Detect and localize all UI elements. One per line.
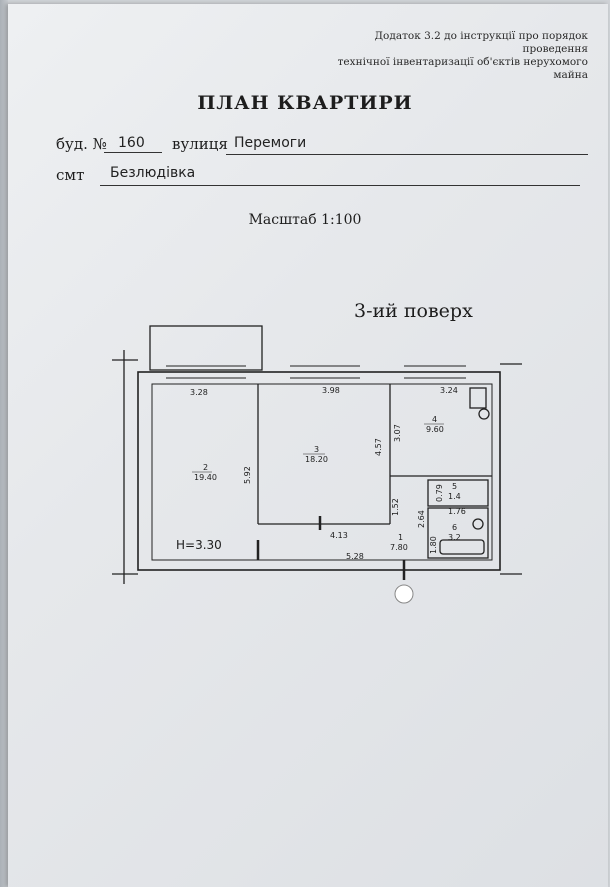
dim-bath-block-length: 2.64 — [417, 510, 426, 528]
settlement-name: Безлюдівка — [110, 165, 196, 181]
appendix-note: Додаток 3.2 до інструкції про порядок пр… — [328, 30, 588, 82]
ceiling-height: H=3.30 — [176, 538, 222, 552]
room1-num: 1 — [398, 533, 403, 542]
street-underline — [226, 154, 588, 155]
dim-corridor-length: 1.52 — [391, 498, 400, 516]
dim-room3-bottom: 4.13 — [330, 531, 348, 540]
building-number: 160 — [118, 135, 145, 151]
room2-area: 19.40 — [194, 473, 217, 482]
washbasin-icon — [472, 518, 484, 530]
floor-label: 3-ий поверх — [354, 300, 473, 322]
dim-room4-width: 3.24 — [440, 386, 458, 395]
dim-bath-width: 1.80 — [429, 536, 438, 554]
room2-num: 2 — [203, 463, 208, 472]
appendix-note-line-3: майна — [553, 69, 588, 81]
dim-room3-width: 3.98 — [322, 386, 340, 395]
page-edge — [0, 0, 8, 887]
entrance-marker — [394, 584, 414, 604]
room6-num: 6 — [452, 523, 457, 532]
room5-wc — [427, 479, 489, 507]
building-label: буд. № — [56, 135, 107, 153]
document-sheet — [8, 4, 608, 887]
outer-wall — [137, 371, 501, 571]
stove — [469, 387, 487, 409]
room5-area: 1.4 — [448, 492, 461, 501]
room6-area: 3.2 — [448, 533, 461, 542]
room1-area: 7.80 — [390, 543, 408, 552]
document-title: ПЛАН КВАРТИРИ — [197, 92, 413, 114]
room6-bath — [427, 507, 489, 559]
appendix-note-line-1: Додаток 3.2 до інструкції про порядок пр… — [374, 30, 588, 55]
balcony — [149, 325, 263, 371]
room4-area: 9.60 — [426, 425, 444, 434]
street-name: Перемоги — [234, 135, 307, 151]
dim-room2-width: 3.28 — [190, 388, 208, 397]
building-underline — [104, 152, 162, 153]
scale-label: Масштаб 1:100 — [248, 212, 362, 228]
dim-bath-length: 1.76 — [448, 507, 466, 516]
dim-room3-length: 4.57 — [374, 438, 383, 456]
room3-area: 18.20 — [305, 455, 328, 464]
bathtub — [439, 539, 485, 555]
dim-room2-length: 5.92 — [243, 466, 252, 484]
inner-wall-line — [151, 383, 493, 561]
kitchen-sink-icon — [478, 408, 490, 420]
settlement-underline — [100, 185, 580, 186]
dim-room1-width: 5.28 — [346, 552, 364, 561]
room5-num: 5 — [452, 482, 457, 491]
room4-num: 4 — [432, 415, 437, 424]
dim-room4-length: 3.07 — [393, 424, 402, 442]
room3-num: 3 — [314, 445, 319, 454]
street-label: вулиця — [172, 135, 228, 153]
dim-wc-width: 0.79 — [435, 484, 444, 502]
appendix-note-line-2: технічної інвентаризації об'єктів нерухо… — [337, 56, 588, 68]
settlement-label: смт — [56, 166, 85, 184]
